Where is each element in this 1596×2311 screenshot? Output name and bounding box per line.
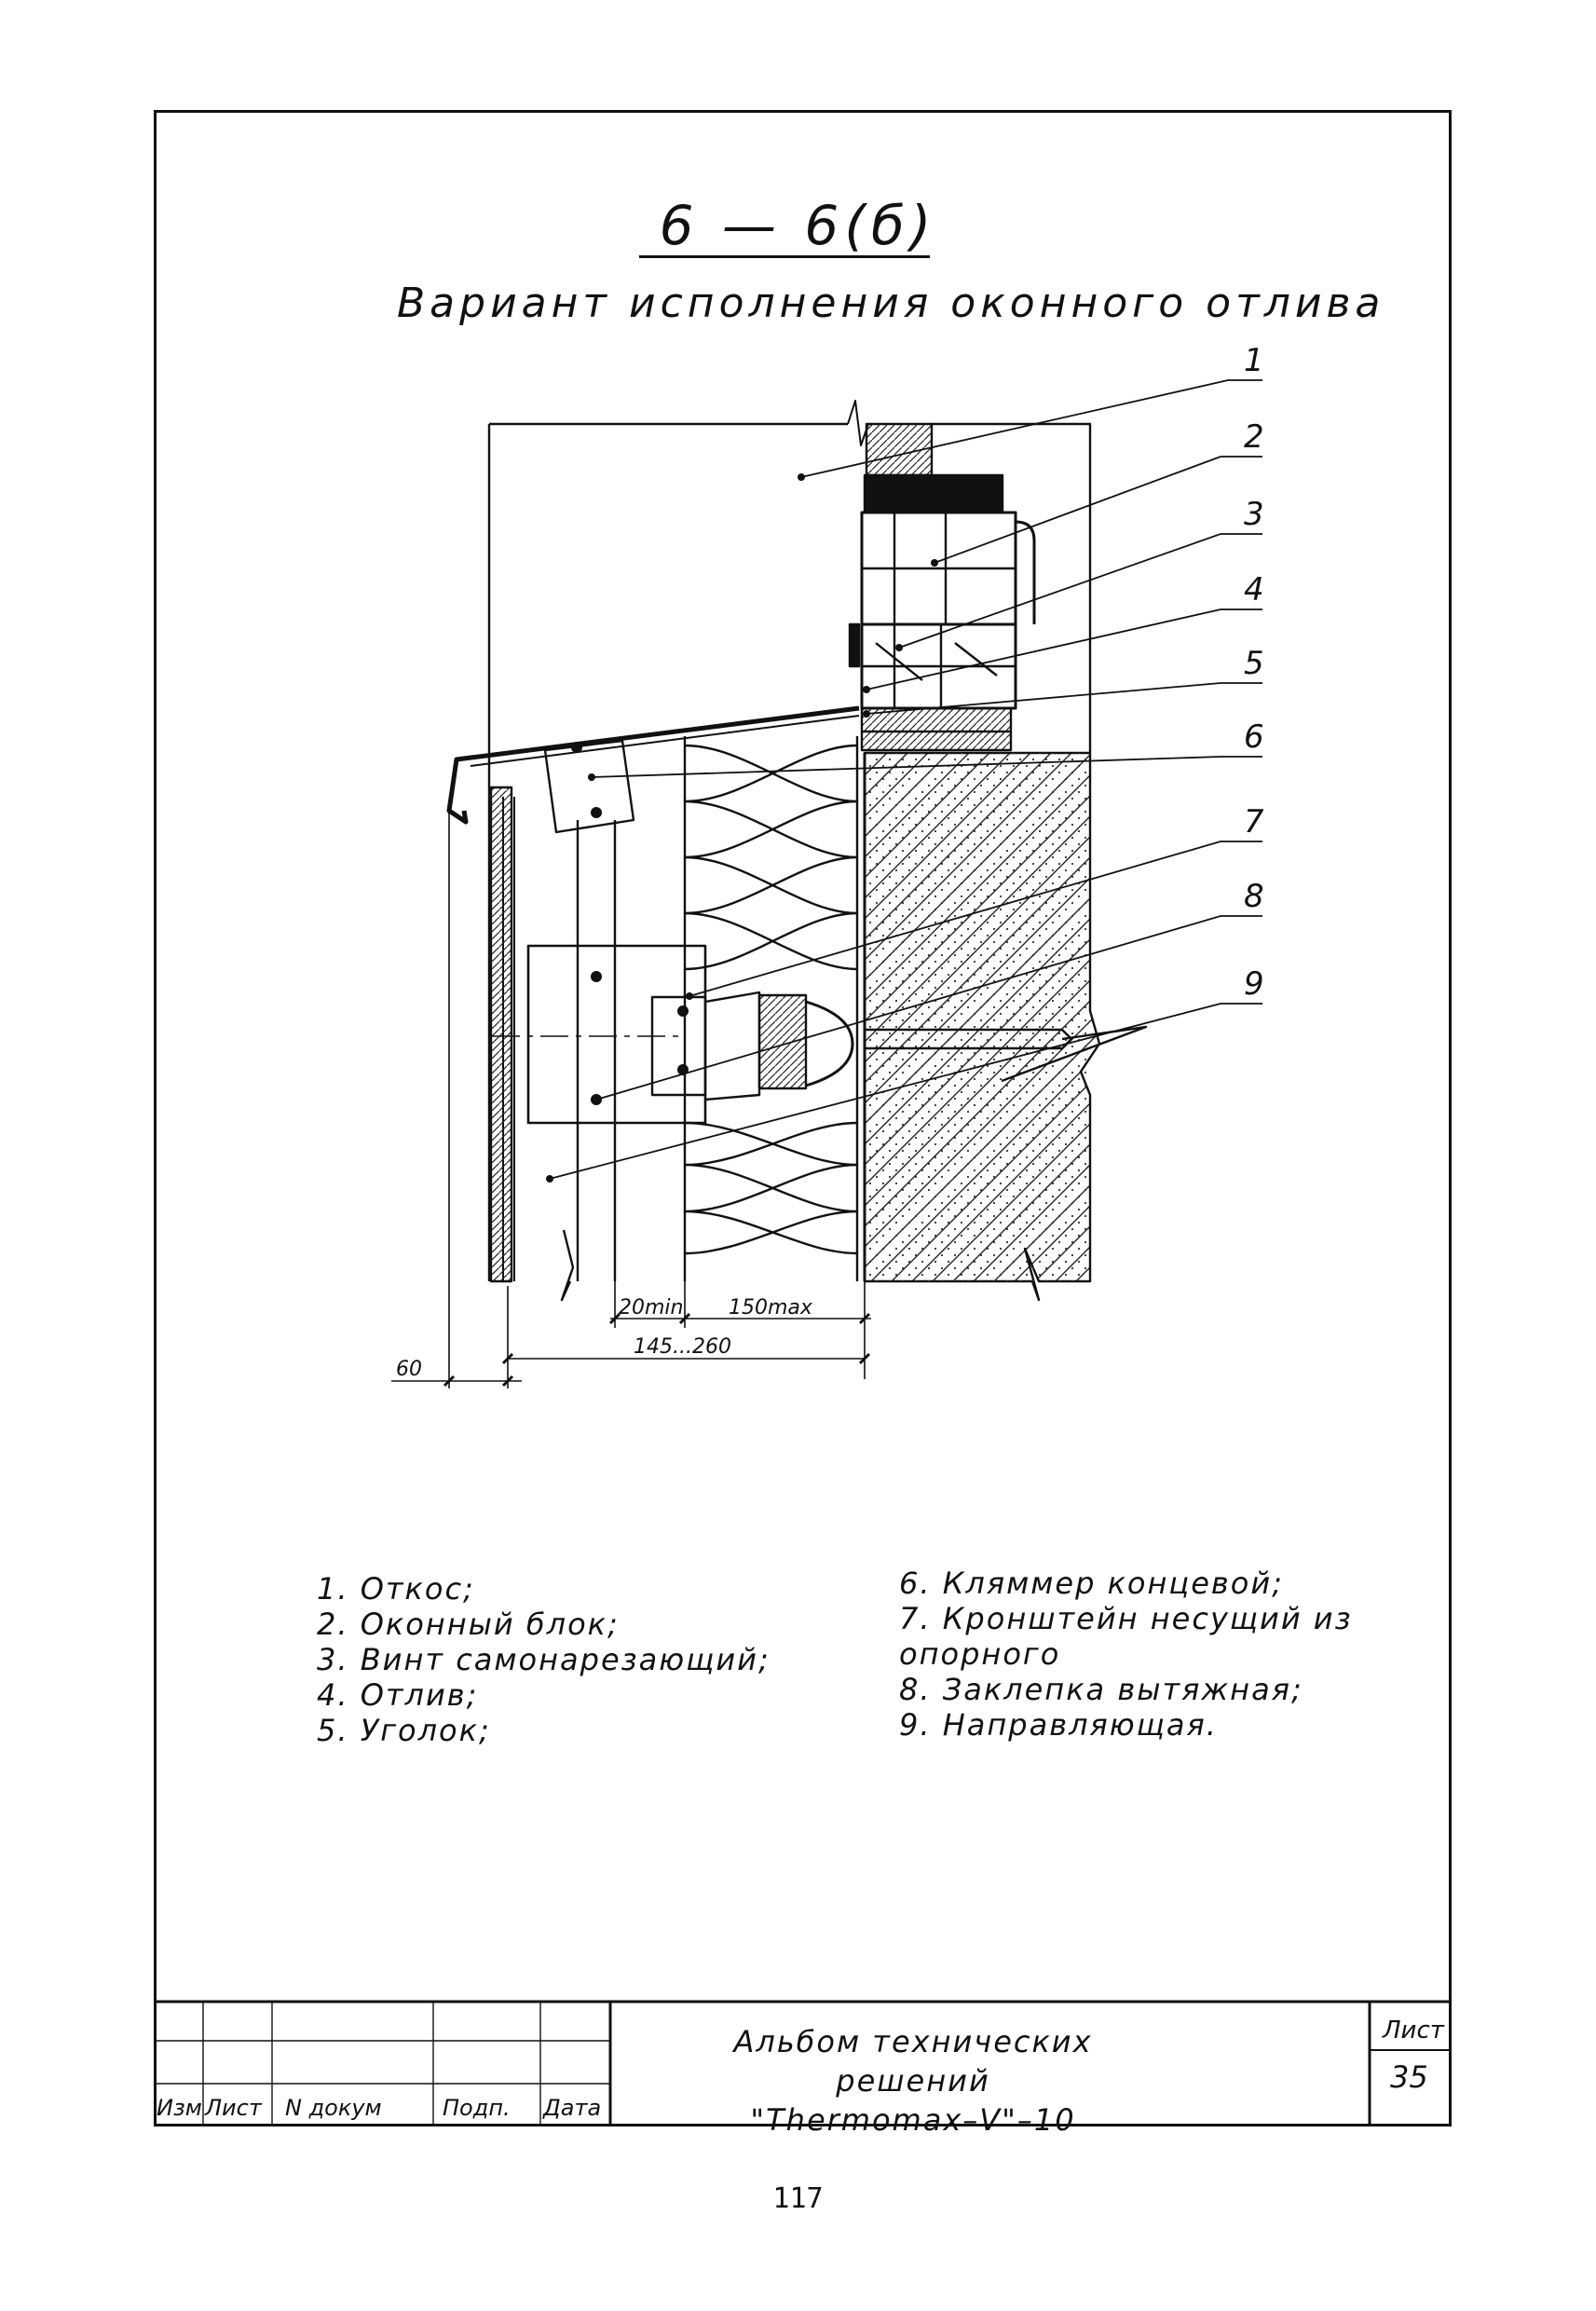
callout-3: 3 xyxy=(1244,496,1264,533)
section-subtitle: Вариант исполнения оконного отлива xyxy=(397,280,1385,327)
callout-1: 1 xyxy=(1244,342,1264,379)
window-reveal-outline xyxy=(487,400,1092,1281)
masonry-wall xyxy=(863,751,1101,1302)
stamp-title-line2: "Thermomax–V"–10 xyxy=(750,2102,1076,2138)
section-title-underline xyxy=(639,255,930,258)
drawing-frame xyxy=(154,110,1452,2126)
legend-item-7: 7. Кронштейн несущий из xyxy=(899,1601,1353,1636)
insulation-layer xyxy=(683,736,859,1281)
dim-150max: 150max xyxy=(729,1296,813,1320)
section-title: 6 — 6(б) xyxy=(659,194,937,257)
end-clamp xyxy=(489,739,635,1283)
legend-item-9: 9. Направляющая. xyxy=(899,1707,1218,1743)
dim-145-260: 145...260 xyxy=(634,1335,731,1359)
stamp-podp: Подп. xyxy=(443,2095,511,2121)
stamp-title: Альбом технических решений "Thermomax–V"… xyxy=(652,2022,1174,2140)
callout-5: 5 xyxy=(1244,645,1264,682)
self-tapping-screw xyxy=(848,622,861,668)
stamp-izm: Изм xyxy=(157,2095,202,2121)
callout-9: 9 xyxy=(1244,965,1264,1003)
legend-item-7-cont: опорного xyxy=(899,1636,1061,1672)
legend-item-3: 3. Винт самонарезающий; xyxy=(317,1642,771,1677)
stamp-ndokum: N докум xyxy=(285,2095,382,2121)
stamp-list: Лист xyxy=(205,2095,262,2121)
legend-item-4: 4. Отлив; xyxy=(317,1677,479,1713)
callout-6: 6 xyxy=(1244,718,1264,756)
stamp-data: Дата xyxy=(543,2095,602,2121)
callout-8: 8 xyxy=(1244,878,1264,915)
page-number: 117 xyxy=(772,2182,824,2215)
stamp-title-line1: Альбом технических решений xyxy=(733,2024,1093,2099)
legend-item-2: 2. Оконный блок; xyxy=(317,1607,620,1642)
legend-left: 1. Откос; 2. Оконный блок; 3. Винт самон… xyxy=(317,1571,771,1748)
wall-anchor xyxy=(865,1025,1148,1083)
legend-item-8: 8. Заклепка вытяжная; xyxy=(899,1672,1303,1707)
legend-item-5: 5. Уголок; xyxy=(317,1713,491,1748)
dim-20min: 20min xyxy=(619,1296,683,1320)
leader-dots xyxy=(546,473,938,1183)
stamp-sheet-label: Лист xyxy=(1383,2017,1444,2044)
callout-7: 7 xyxy=(1244,803,1264,841)
support-bracket xyxy=(492,944,854,1125)
window-block xyxy=(860,422,1036,752)
callout-2: 2 xyxy=(1244,418,1264,456)
dim-60: 60 xyxy=(396,1358,422,1381)
legend-item-1: 1. Откос; xyxy=(317,1571,475,1607)
legend-right: 6. Кляммер концевой; 7. Кронштейн несущи… xyxy=(899,1566,1353,1743)
stamp-sheet-number: 35 xyxy=(1390,2059,1428,2095)
leader-lines xyxy=(549,379,1262,1180)
callout-4: 4 xyxy=(1244,571,1264,609)
guide-rail xyxy=(560,820,617,1302)
stamp-grid xyxy=(154,2000,1452,2126)
legend-item-6: 6. Кляммер концевой; xyxy=(899,1566,1284,1601)
dimension-ticks xyxy=(443,1312,871,1388)
